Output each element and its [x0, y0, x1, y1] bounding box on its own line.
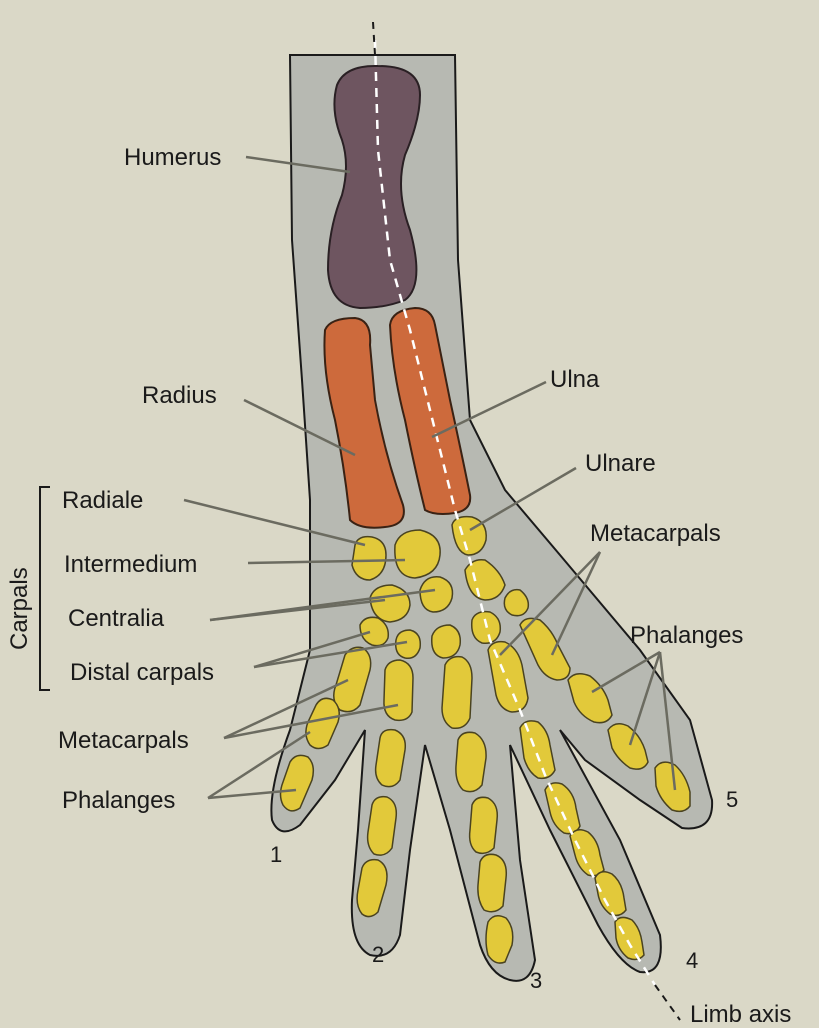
label-ulnare: Ulnare	[585, 450, 656, 477]
label-radiale: Radiale	[62, 487, 143, 514]
label-intermedium: Intermedium	[64, 551, 197, 578]
label-humerus: Humerus	[124, 144, 221, 171]
digit-number-1: 1	[270, 842, 282, 867]
label-radius: Radius	[142, 382, 217, 409]
label-carpals: Carpals	[6, 567, 33, 650]
digit-number-3: 3	[530, 968, 542, 993]
label-ulna: Ulna	[550, 366, 600, 393]
label-limb-axis: Limb axis	[690, 1001, 791, 1028]
label-metacarpals-left: Metacarpals	[58, 727, 189, 754]
label-phalanges-right: Phalanges	[630, 622, 743, 649]
digit-number-4: 4	[686, 948, 698, 973]
digit-number-2: 2	[372, 942, 384, 967]
carpals-bracket	[40, 487, 50, 690]
label-centralia: Centralia	[68, 605, 165, 632]
label-phalanges-left: Phalanges	[62, 787, 175, 814]
intermedium-bone	[395, 530, 440, 578]
digit-number-5: 5	[726, 787, 738, 812]
label-metacarpals-right: Metacarpals	[590, 520, 721, 547]
distal-carpal-3	[432, 625, 461, 658]
centrale-bone-b	[420, 577, 453, 612]
label-distal-carpals: Distal carpals	[70, 659, 214, 686]
carpal-bone-d	[504, 590, 528, 616]
